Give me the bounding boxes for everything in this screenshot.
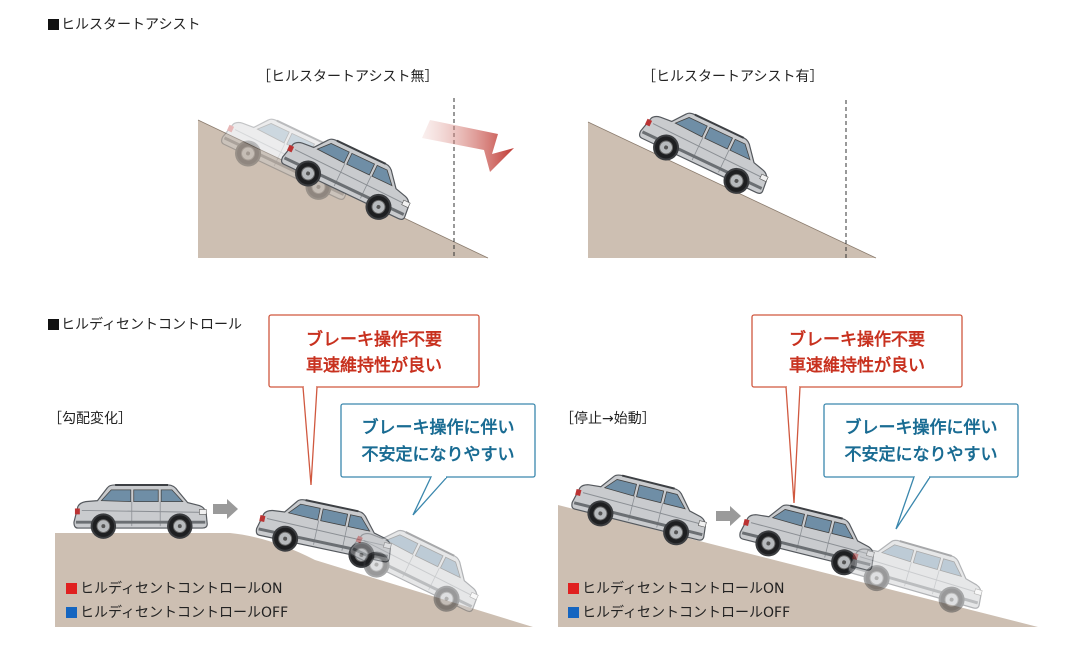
callout-blue-line-1: ブレーキ操作に伴い — [362, 417, 515, 438]
legend-on: ヒルディセントコントロールON — [568, 578, 785, 598]
red-square-icon — [568, 583, 579, 594]
callout-blue-box — [823, 403, 1019, 478]
callout-blue-box — [340, 403, 536, 478]
scene-with-assist — [587, 95, 877, 259]
rollback-arrow-icon — [422, 120, 514, 172]
callout-red-line-2: 車速維持性が良い — [789, 355, 925, 376]
progress-arrow-icon — [716, 506, 741, 526]
callout-blue-line-1: ブレーキ操作に伴い — [845, 417, 998, 438]
section-title-text: ヒルディセントコントロール — [61, 317, 243, 333]
progress-arrow-icon — [213, 499, 238, 519]
callout-red-line-1: ブレーキ操作不要 — [789, 329, 925, 350]
slope-ground — [55, 533, 533, 627]
label-with-assist: ［ヒルスタートアシスト有］ — [642, 69, 824, 85]
square-bullet-icon — [48, 19, 59, 30]
panel-label-gradient-change: ［勾配変化］ — [48, 411, 132, 427]
blue-square-icon — [568, 607, 579, 618]
section-title-hill-start: ヒルスタートアシスト — [48, 14, 200, 34]
legend-off: ヒルディセントコントロールOFF — [66, 602, 288, 622]
red-square-icon — [66, 583, 77, 594]
label-without-assist: ［ヒルスタートアシスト無］ — [257, 69, 439, 85]
callout-blue-line-2: 不安定になりやすい — [362, 444, 515, 465]
legend-on-text: ヒルディセントコントロールON — [80, 581, 283, 597]
scene-stop-start: ブレーキ操作不要 車速維持性が良い ブレーキ操作に伴い 不安定になりやすい — [558, 314, 1038, 627]
callout-red-line-1: ブレーキ操作不要 — [306, 329, 442, 350]
legend-on-text: ヒルディセントコントロールON — [582, 581, 785, 597]
legend-off-text: ヒルディセントコントロールOFF — [80, 605, 289, 621]
blue-square-icon — [66, 607, 77, 618]
legend-off-text: ヒルディセントコントロールOFF — [582, 605, 791, 621]
callout-red-box — [751, 314, 963, 388]
section-title-text: ヒルスタートアシスト — [61, 17, 201, 33]
square-bullet-icon — [48, 319, 59, 330]
scene-without-assist — [197, 98, 514, 259]
callout-red-box — [268, 314, 480, 388]
scene-gradient-change: ブレーキ操作不要 車速維持性が良い ブレーキ操作に伴い 不安定になりやすい — [55, 314, 536, 627]
callout-red-line-2: 車速維持性が良い — [306, 355, 442, 376]
legend-off: ヒルディセントコントロールOFF — [568, 602, 790, 622]
legend-on: ヒルディセントコントロールON — [66, 578, 283, 598]
car-flat — [72, 483, 209, 541]
panel-label-stop-start: ［停止→始動］ — [560, 411, 656, 427]
callout-blue-line-2: 不安定になりやすい — [845, 444, 998, 465]
section-title-hill-descent: ヒルディセントコントロール — [48, 314, 242, 334]
